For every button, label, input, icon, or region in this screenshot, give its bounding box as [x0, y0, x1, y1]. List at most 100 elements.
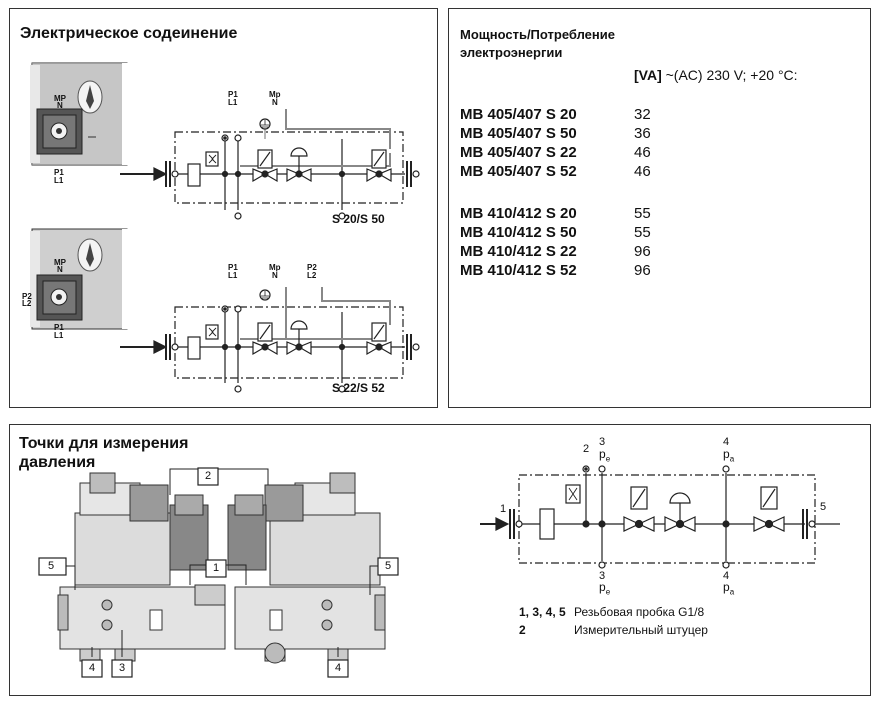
conn2-l2: L2: [22, 299, 32, 308]
callout-2: 2: [205, 470, 212, 482]
p-symbol: p: [599, 447, 606, 461]
s2-l1-label: L1: [228, 271, 238, 280]
sch-label-5: 5: [820, 501, 827, 513]
unit-bracket: [VA]: [634, 67, 662, 83]
power-value: 32: [634, 106, 651, 123]
model-name: MB 410/412 S 20: [460, 205, 577, 222]
conn2-l1: L1: [54, 331, 64, 340]
schematic-2: [120, 287, 420, 393]
schematic-1: [120, 109, 420, 220]
sch-pa-top: pa: [723, 447, 734, 463]
legend-text: Резьбовая пробка G1/8: [574, 605, 705, 619]
p-subscript: a: [729, 587, 735, 597]
pressure-title-line1: Точки для измерения: [19, 435, 189, 452]
conn1-l1: L1: [54, 176, 64, 185]
power-value: 96: [634, 262, 651, 279]
power-row: MB 405/407 S 22 46: [449, 144, 849, 163]
connector-photo-2: [30, 228, 132, 330]
power-value: 55: [634, 224, 651, 241]
sch-label-2: 2: [583, 443, 590, 455]
s1-model-label: S 20/S 50: [332, 212, 385, 226]
s2-n-label: N: [272, 271, 278, 280]
power-row: MB 405/407 S 20 32: [449, 106, 849, 125]
sch-pe-bot: pe: [599, 580, 610, 596]
conn2-mp: MP: [54, 258, 66, 267]
electrical-diagrams: [30, 62, 420, 393]
legend-key: 1, 3, 4, 5: [519, 605, 566, 619]
pressure-schematic: [480, 465, 840, 569]
power-row: MB 410/412 S 50 55: [449, 224, 849, 243]
model-name: MB 405/407 S 20: [460, 106, 577, 123]
s1-l1-label: L1: [228, 98, 238, 107]
callout-1: 1: [213, 562, 220, 574]
pressure-points-panel: Точки для измерения давления: [9, 424, 871, 696]
power-row: MB 410/412 S 22 96: [449, 243, 849, 262]
power-value: 36: [634, 125, 651, 142]
power-header-line1: Мощность/Потребление: [460, 27, 615, 42]
callout-5-left: 5: [48, 560, 55, 572]
pressure-title-line2: давления: [19, 454, 96, 471]
callout-4-left: 4: [89, 662, 96, 674]
s2-mp-label: Mp: [269, 263, 281, 272]
s1-n-label: N: [272, 98, 278, 107]
callout-4-right: 4: [335, 662, 342, 674]
legend-row: 2 Измерительный штуцер: [519, 623, 819, 639]
p-symbol: p: [723, 580, 730, 594]
power-value: 46: [634, 144, 651, 161]
callout-boxes: [38, 467, 399, 678]
s2-l2-label: L2: [307, 271, 317, 280]
sch-label-3-top: 3: [599, 436, 606, 448]
model-name: MB 405/407 S 52: [460, 163, 577, 180]
power-header-line2: электроэнергии: [460, 45, 563, 60]
unit-rest: ~(AC) 230 V; +20 °C:: [661, 67, 798, 83]
electrical-title: Электрическое содеинение: [20, 25, 238, 42]
sch-label-4-top: 4: [723, 436, 730, 448]
sch-label-3-bot: 3: [599, 570, 606, 582]
callout-5-right: 5: [385, 560, 392, 572]
model-name: MB 410/412 S 22: [460, 243, 577, 260]
legend-text: Измерительный штуцер: [574, 623, 708, 637]
electrical-connection-panel: Электрическое содеинение: [9, 8, 438, 408]
s2-p1-label: P1: [228, 263, 238, 272]
model-name: MB 410/412 S 50: [460, 224, 577, 241]
power-row: MB 405/407 S 52 46: [449, 163, 849, 182]
conn1-n: N: [57, 101, 63, 110]
p-subscript: a: [729, 454, 735, 464]
p-subscript: e: [605, 454, 611, 464]
p-symbol: p: [723, 447, 730, 461]
model-name: MB 405/407 S 22: [460, 144, 577, 161]
s1-p1-label: P1: [228, 90, 238, 99]
valve-illustration-left: [57, 472, 226, 662]
conn2-p1: P1: [54, 323, 64, 332]
conn1-mp: MP: [54, 94, 66, 103]
legend-key: 2: [519, 623, 526, 637]
valve-illustration-right: [227, 472, 386, 664]
sch-pa-bot: pa: [723, 580, 734, 596]
p-subscript: e: [605, 587, 611, 597]
conn1-p1: P1: [54, 168, 64, 177]
power-value: 46: [634, 163, 651, 180]
p-symbol: p: [599, 580, 606, 594]
power-row: MB 410/412 S 52 96: [449, 262, 849, 281]
model-name: MB 405/407 S 50: [460, 125, 577, 142]
power-row: MB 410/412 S 20 55: [449, 205, 849, 224]
callout-lines: [66, 468, 378, 657]
conn2-p2: P2: [22, 292, 32, 301]
power-unit: [VA] ~(AC) 230 V; +20 °C:: [634, 67, 798, 83]
model-name: MB 410/412 S 52: [460, 262, 577, 279]
power-value: 55: [634, 205, 651, 222]
conn2-n: N: [57, 265, 63, 274]
s1-mp-label: Mp: [269, 90, 281, 99]
power-value: 96: [634, 243, 651, 260]
pressure-drawings: [38, 465, 840, 678]
s2-model-label: S 22/S 52: [332, 381, 385, 395]
s2-p2-label: P2: [307, 263, 317, 272]
power-row: MB 405/407 S 50 36: [449, 125, 849, 144]
sch-label-4-bot: 4: [723, 570, 730, 582]
callout-3: 3: [119, 662, 126, 674]
sch-pe-top: pe: [599, 447, 610, 463]
power-consumption-panel: Мощность/Потребление электроэнергии [VA]…: [448, 8, 871, 408]
sch-label-1: 1: [500, 503, 507, 515]
connector-photo-1: [30, 62, 132, 166]
legend-row: 1, 3, 4, 5 Резьбовая пробка G1/8: [519, 605, 819, 621]
